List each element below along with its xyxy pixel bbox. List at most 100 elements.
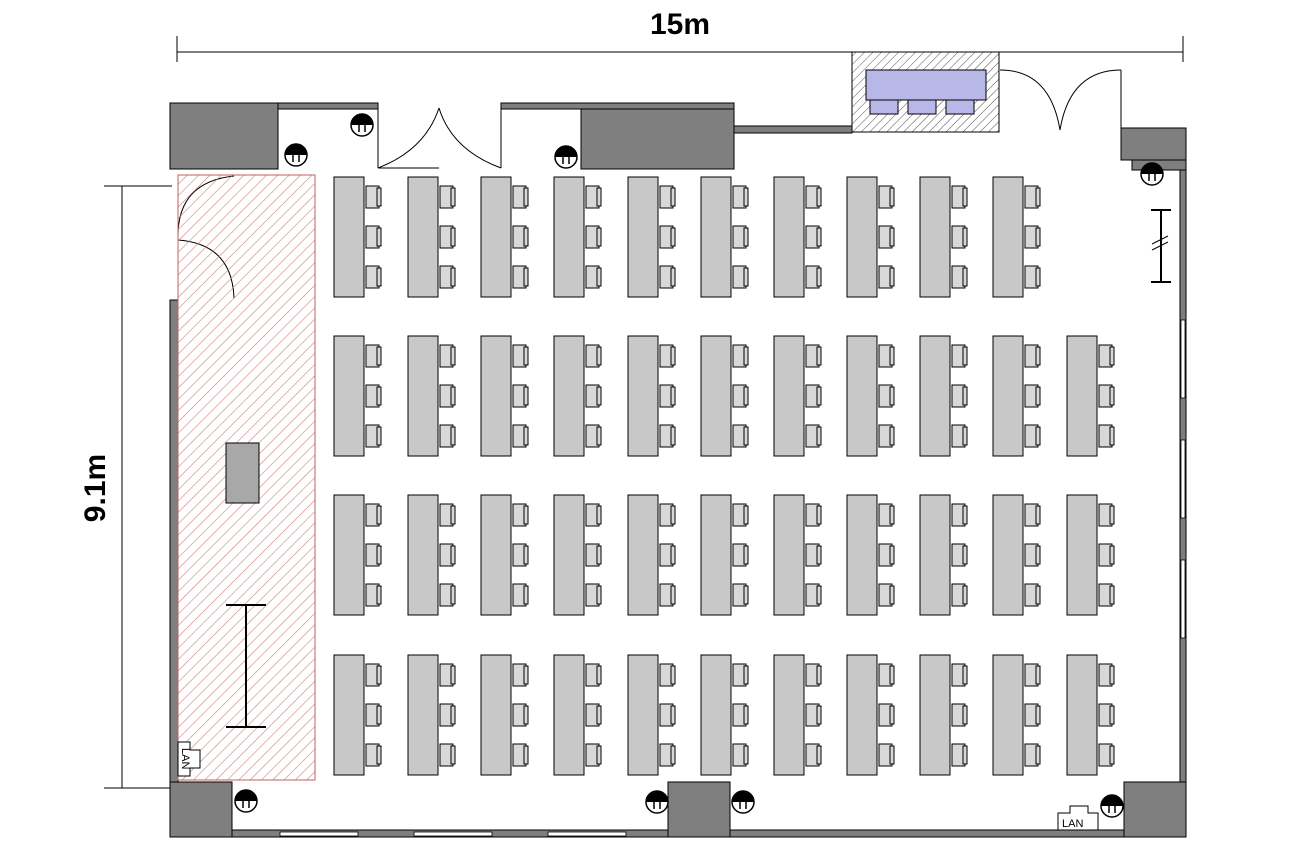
desk	[553, 654, 585, 776]
chair	[585, 384, 602, 408]
desk-unit	[919, 654, 968, 776]
chair	[659, 424, 676, 448]
desk-unit	[846, 494, 895, 616]
chair	[512, 663, 529, 687]
desk	[480, 494, 512, 616]
chair	[659, 265, 676, 289]
desk	[919, 494, 951, 616]
chair	[439, 265, 456, 289]
outlet-icon	[1100, 794, 1124, 818]
chair	[365, 583, 382, 607]
desk-unit	[919, 335, 968, 457]
chair	[365, 344, 382, 368]
stage	[177, 174, 316, 781]
chair	[439, 743, 456, 767]
desk-unit	[846, 654, 895, 776]
desk-unit	[1066, 654, 1115, 776]
chair	[805, 384, 822, 408]
desk	[773, 176, 805, 298]
desk-unit	[553, 176, 602, 298]
chair	[878, 424, 895, 448]
desk-unit	[333, 494, 382, 616]
chair	[1098, 663, 1115, 687]
chair	[1098, 503, 1115, 527]
chair	[805, 743, 822, 767]
desk-unit	[627, 335, 676, 457]
chair	[732, 663, 749, 687]
chair	[878, 703, 895, 727]
desk-unit	[919, 494, 968, 616]
desk	[700, 176, 732, 298]
chair	[512, 424, 529, 448]
chair	[659, 384, 676, 408]
desk-unit	[553, 654, 602, 776]
chair	[878, 225, 895, 249]
desk	[627, 494, 659, 616]
chair	[732, 185, 749, 209]
desk	[919, 335, 951, 457]
chair	[805, 663, 822, 687]
chair	[659, 344, 676, 368]
desk	[1066, 494, 1098, 616]
chair	[878, 743, 895, 767]
seating-area	[333, 176, 1115, 776]
desk-unit	[773, 494, 822, 616]
desk	[846, 335, 878, 457]
chair	[659, 703, 676, 727]
chair	[585, 265, 602, 289]
chair	[659, 743, 676, 767]
chair	[365, 703, 382, 727]
chair	[659, 503, 676, 527]
desk	[846, 494, 878, 616]
desk	[480, 176, 512, 298]
chair	[365, 743, 382, 767]
outlet-icon	[350, 113, 374, 137]
chair	[1024, 384, 1041, 408]
chair	[805, 265, 822, 289]
outlet-icon	[554, 145, 578, 169]
chair	[365, 663, 382, 687]
chair	[439, 543, 456, 567]
podium	[225, 442, 260, 504]
chair	[878, 384, 895, 408]
chair	[365, 265, 382, 289]
desk-unit	[553, 494, 602, 616]
chair	[805, 344, 822, 368]
chair	[439, 185, 456, 209]
desk-unit	[1066, 494, 1115, 616]
chair	[951, 743, 968, 767]
chair	[585, 663, 602, 687]
chair	[732, 424, 749, 448]
desk	[333, 335, 365, 457]
chair	[1098, 384, 1115, 408]
chair	[512, 583, 529, 607]
chair	[878, 185, 895, 209]
desk	[407, 654, 439, 776]
chair	[585, 424, 602, 448]
chair	[1098, 543, 1115, 567]
desk-unit	[333, 335, 382, 457]
chair	[951, 424, 968, 448]
chair	[585, 543, 602, 567]
chair	[1098, 344, 1115, 368]
chair	[878, 583, 895, 607]
desk-unit	[700, 494, 749, 616]
walls	[169, 102, 1187, 838]
chair	[512, 543, 529, 567]
chair	[585, 583, 602, 607]
desk	[700, 494, 732, 616]
desk	[992, 654, 1024, 776]
chair	[1024, 225, 1041, 249]
desk	[992, 494, 1024, 616]
outlet-icon	[284, 143, 308, 167]
chair	[659, 663, 676, 687]
chair	[951, 225, 968, 249]
chair	[732, 543, 749, 567]
desk-unit	[700, 176, 749, 298]
chair	[659, 225, 676, 249]
desk-unit	[480, 494, 529, 616]
chair	[439, 703, 456, 727]
chair	[512, 265, 529, 289]
chair	[439, 384, 456, 408]
